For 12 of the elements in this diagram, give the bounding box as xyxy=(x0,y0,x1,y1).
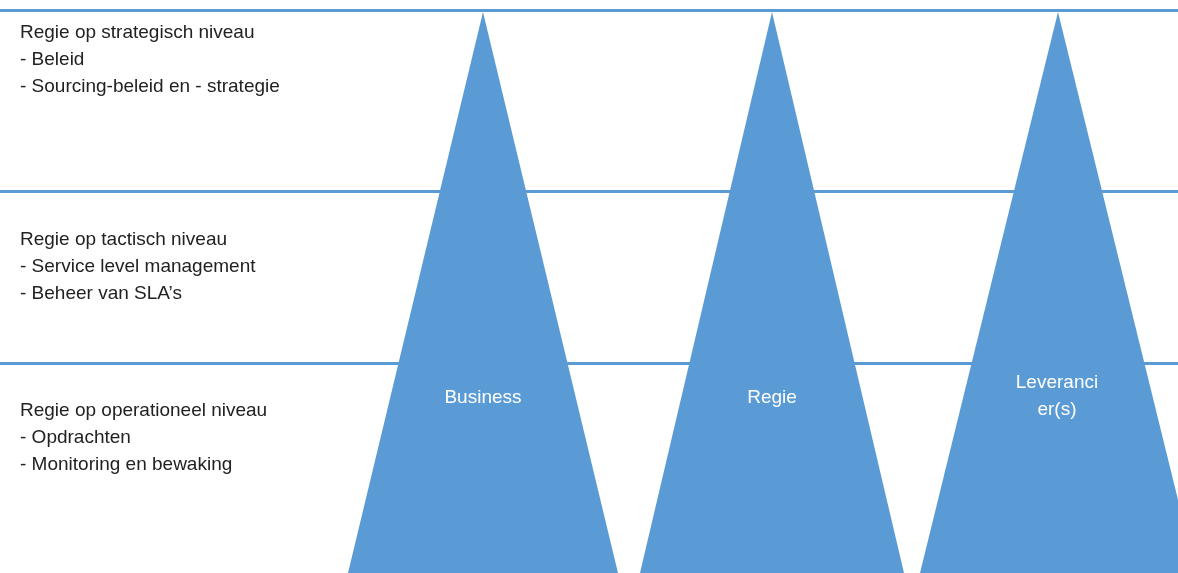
triangle-label: Business xyxy=(443,385,523,409)
list-item: - Service level management xyxy=(20,254,257,278)
list-item: - Opdrachten xyxy=(20,425,132,449)
list-item: - Beheer van SLA’s xyxy=(20,281,183,305)
level-heading: Regie op operationeel niveau xyxy=(20,398,269,422)
level-heading: Regie op tactisch niveau xyxy=(20,227,228,251)
level-heading: Regie op strategisch niveau xyxy=(20,20,256,44)
list-item: - Beleid xyxy=(20,47,86,71)
list-item: - Sourcing-beleid en - strategie xyxy=(20,74,280,98)
triangle-label: Leverancier(s) xyxy=(1014,370,1100,421)
list-item: - Monitoring en bewaking xyxy=(20,452,234,476)
triangle-label: Regie xyxy=(746,385,798,409)
